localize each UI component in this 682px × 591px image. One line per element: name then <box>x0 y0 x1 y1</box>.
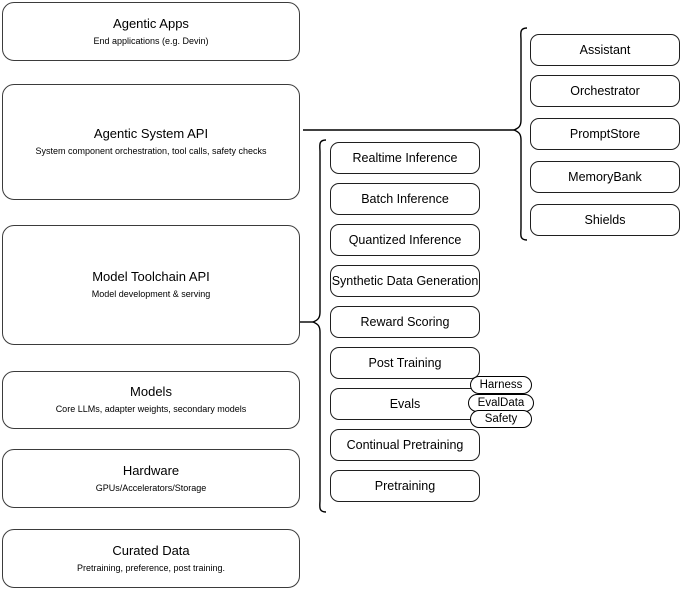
agentic-item-memorybank[interactable]: MemoryBank <box>530 161 680 193</box>
layer-title: Model Toolchain API <box>92 269 210 284</box>
brace-toolchain-components <box>311 139 327 513</box>
layer-title: Models <box>130 384 172 399</box>
brace-agentic-components <box>512 27 528 241</box>
toolchain-item-pretraining[interactable]: Pretraining <box>330 470 480 502</box>
toolchain-item-synthetic-data-generation[interactable]: Synthetic Data Generation <box>330 265 480 297</box>
toolchain-item-reward-scoring[interactable]: Reward Scoring <box>330 306 480 338</box>
toolchain-item-evals[interactable]: Evals <box>330 388 480 420</box>
layer-agentic-system-api[interactable]: Agentic System API System component orch… <box>2 84 300 200</box>
eval-pill-safety[interactable]: Safety <box>470 410 532 428</box>
layer-subtitle: Pretraining, preference, post training. <box>76 562 226 573</box>
toolchain-item-quantized-inference[interactable]: Quantized Inference <box>330 224 480 256</box>
layer-agentic-apps[interactable]: Agentic Apps End applications (e.g. Devi… <box>2 2 300 61</box>
layer-curated-data[interactable]: Curated Data Pretraining, preference, po… <box>2 529 300 588</box>
eval-pill-harness[interactable]: Harness <box>470 376 532 394</box>
agentic-item-shields[interactable]: Shields <box>530 204 680 236</box>
agentic-item-assistant[interactable]: Assistant <box>530 34 680 66</box>
layer-model-toolchain-api[interactable]: Model Toolchain API Model development & … <box>2 225 300 345</box>
layer-subtitle: Core LLMs, adapter weights, secondary mo… <box>55 404 247 414</box>
layer-hardware[interactable]: Hardware GPUs/Accelerators/Storage <box>2 449 300 508</box>
layer-subtitle: End applications (e.g. Devin) <box>93 35 209 46</box>
layer-title: Agentic System API <box>93 126 209 141</box>
layer-models[interactable]: Models Core LLMs, adapter weights, secon… <box>2 371 300 429</box>
layer-title: Agentic Apps <box>113 15 189 31</box>
layer-subtitle: System component orchestration, tool cal… <box>35 146 267 156</box>
agentic-item-orchestrator[interactable]: Orchestrator <box>530 75 680 107</box>
toolchain-item-post-training[interactable]: Post Training <box>330 347 480 379</box>
layer-subtitle: Model development & serving <box>91 289 211 299</box>
toolchain-item-batch-inference[interactable]: Batch Inference <box>330 183 480 215</box>
toolchain-item-realtime-inference[interactable]: Realtime Inference <box>330 142 480 174</box>
agentic-item-promptstore[interactable]: PromptStore <box>530 118 680 150</box>
toolchain-item-continual-pretraining[interactable]: Continual Pretraining <box>330 429 480 461</box>
layer-title: Hardware <box>122 462 180 478</box>
layer-subtitle: GPUs/Accelerators/Storage <box>95 482 207 493</box>
layer-title: Curated Data <box>112 542 190 558</box>
